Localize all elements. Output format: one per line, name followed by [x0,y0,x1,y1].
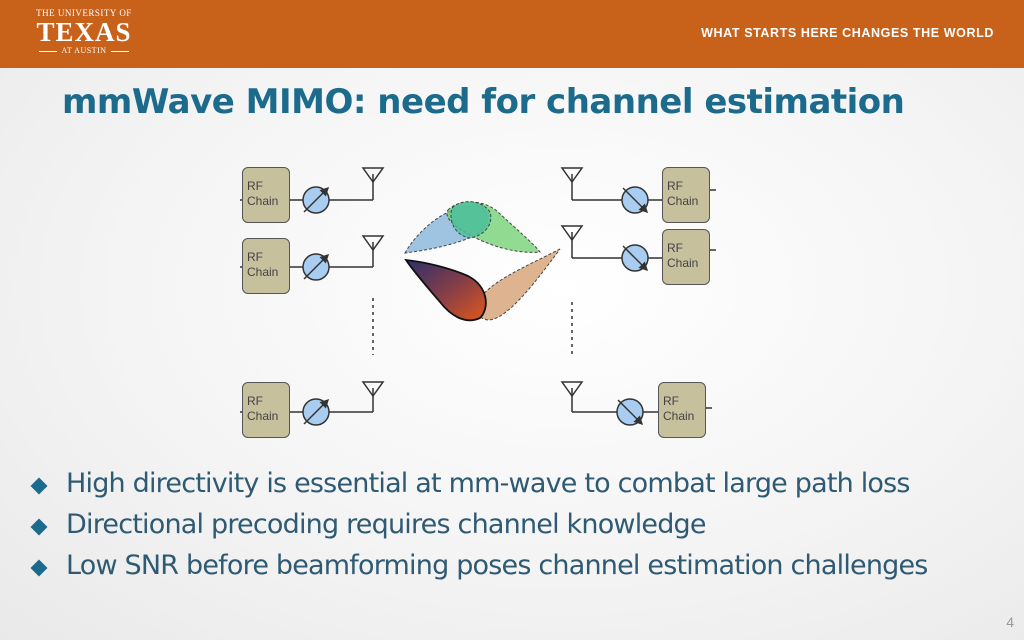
rx-rf-chain-1: RF Chain [662,167,710,223]
rx-branch-1 [560,167,716,201]
rf-chain-label: RF [663,394,679,408]
rx-rf-chain-3: RF Chain [658,382,706,438]
diamond-bullet-icon [30,477,48,495]
slide-title: mmWave MIMO: need for channel estimation [62,82,905,122]
rf-chain-label: RF [667,241,683,255]
logo-line-1: THE UNIVERSITY OF [36,8,132,18]
header-bar: THE UNIVERSITY OF TEXAS AT AUSTIN WHAT S… [0,0,1024,68]
tx-branch-1 [240,167,385,201]
mimo-diagram: RF Chain RF Chain RF Chain RF Chain RF C… [0,150,1024,450]
tx-branch-2 [240,235,385,268]
rf-chain-label: RF [667,179,683,193]
diamond-bullet-icon [30,518,48,536]
tx-rf-chain-1: RF Chain [242,167,290,223]
page-number: 4 [1006,614,1014,630]
ut-austin-logo: THE UNIVERSITY OF TEXAS AT AUSTIN [28,6,140,62]
rf-chain-label: RF [247,394,263,408]
phase-shifter-icon [302,253,330,281]
logo-line-2: TEXAS [36,17,132,47]
rf-chain-label: Chain [247,409,279,423]
diamond-bullet-icon [30,559,48,577]
tx-branch-3 [240,381,385,413]
phase-shifter-icon [302,186,330,214]
tx-rf-chain-2: RF Chain [242,238,290,294]
rf-chain-label: Chain [247,265,279,279]
rf-chain-label: Chain [247,194,279,208]
phase-shifter-icon [302,398,330,426]
rx-rf-chain-2: RF Chain [662,229,710,285]
rf-chain-label: Chain [663,409,695,423]
beam-lobe-orange-secondary [476,248,561,321]
logo-line-3: AT AUSTIN [28,46,140,55]
bullet-text: Low SNR before beamforming poses channel… [66,550,928,581]
rf-chain-label: Chain [667,194,699,208]
bullet-text: Directional precoding requires channel k… [66,509,707,540]
tagline: WHAT STARTS HERE CHANGES THE WORLD [701,26,994,40]
rx-branch-3 [560,381,712,413]
rf-chain-label: RF [247,179,263,193]
bullet-text: High directivity is essential at mm-wave… [66,468,910,499]
phase-shifter-icon [621,186,649,214]
beam-lobe-teal [450,201,492,239]
tx-rf-chain-3: RF Chain [242,382,290,438]
diagram-graphics [240,167,716,426]
rx-branch-2 [560,225,716,259]
beam-lobe-main [404,258,487,322]
phase-shifter-icon [621,244,649,272]
phase-shifter-icon [616,398,644,426]
rf-chain-label: RF [247,250,263,264]
rf-chain-label: Chain [667,256,699,270]
